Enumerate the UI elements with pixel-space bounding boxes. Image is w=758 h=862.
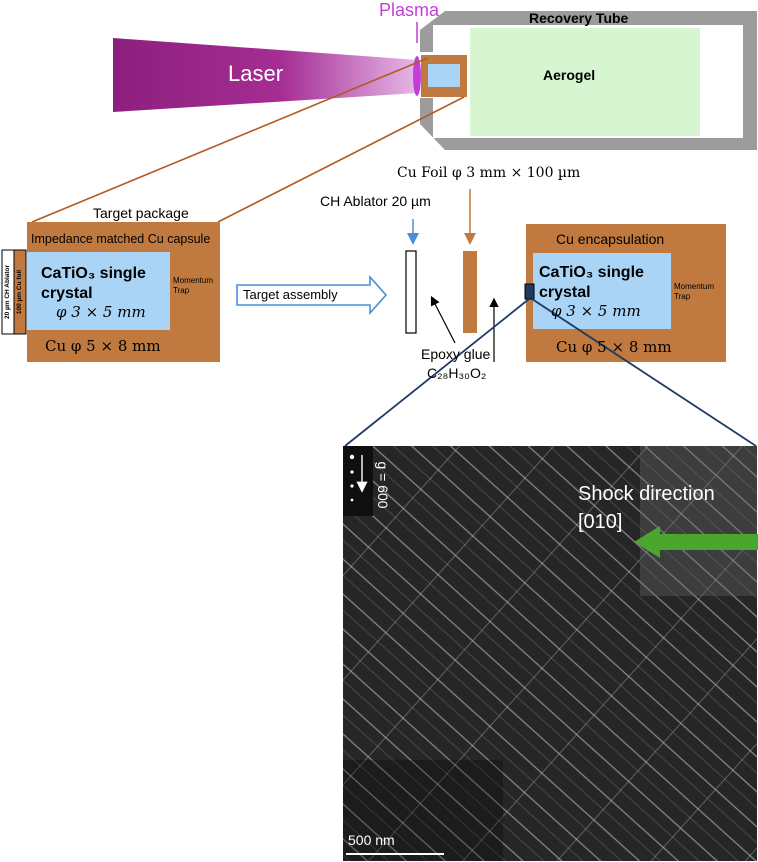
diffraction-spot [350, 498, 354, 502]
crystal-right-line2: crystal [539, 284, 591, 301]
encapsulation-title: Cu encapsulation [556, 231, 665, 247]
leader-line-bottom [217, 96, 465, 223]
plasma-label: Plasma [379, 0, 440, 20]
crystal-right-dims: φ 3 × 5 mm [551, 302, 641, 320]
crystal-right [533, 253, 671, 329]
momentum-trap-left-line2: Trap [173, 286, 190, 295]
scale-bar-label: 500 nm [348, 832, 395, 848]
diffraction-spot [350, 484, 354, 488]
side-strip-cu-foil [13, 249, 27, 335]
plasma-plume [413, 56, 421, 96]
target-assembly-arrow [236, 274, 388, 316]
cu-left-dims: Cu φ 5 × 8 mm [45, 337, 161, 355]
epoxy-label: Epoxy glue [421, 346, 491, 362]
epoxy-pointer-1 [430, 295, 456, 344]
cu-foil-side-label: 100 µm Cu foil [15, 269, 23, 315]
capsule-label: Impedance matched Cu capsule [31, 232, 211, 246]
target-package-title: Target package [93, 205, 189, 221]
cu-foil-label: Cu Foil φ 3 mm × 100 µm [397, 165, 581, 181]
ablator-side-label: 20 µm CH Ablator [3, 264, 11, 320]
aerogel-block [470, 28, 700, 136]
momentum-trap-right-line1: Momentum [674, 282, 715, 291]
ch-ablator-plate [405, 250, 417, 334]
crystal-left-line2: crystal [41, 285, 93, 302]
shock-direction-line2: [010] [578, 511, 623, 533]
recovery-tube-label: Recovery Tube [529, 10, 629, 26]
epoxy-formula: C₂₈H₃₀O₂ [427, 365, 487, 381]
tem-image [343, 446, 757, 861]
crystal-left [27, 252, 170, 330]
shock-direction-line1: Shock direction [578, 483, 715, 505]
zoom-line-left [344, 298, 530, 447]
momentum-trap-left-line1: Momentum [173, 276, 214, 285]
crystal-right-line1: CaTiO₃ single [539, 264, 644, 281]
g-vector-label: g = 600 [375, 461, 391, 509]
zoom-line-right [531, 298, 757, 447]
diffraction-spot [350, 470, 354, 474]
leader-line-top [31, 57, 429, 223]
crystal-left-dims: φ 3 × 5 mm [56, 303, 146, 321]
momentum-trap-right-line2: Trap [674, 292, 691, 301]
target-assembly-label: Target assembly [243, 287, 338, 302]
zoom-region-marker [524, 283, 535, 300]
laser-label: Laser [228, 61, 284, 86]
target-in-holder [428, 64, 460, 87]
crystal-left-line1: CaTiO₃ single [41, 265, 146, 282]
ch-ablator-label: CH Ablator 20 µm [320, 193, 431, 209]
cu-right-dims: Cu φ 5 × 8 mm [556, 338, 672, 356]
diffraction-inset [343, 446, 373, 516]
cu-foil-plate [463, 251, 477, 333]
diffraction-spot [349, 454, 355, 460]
aerogel-label: Aerogel [543, 67, 596, 83]
shock-direction-arrow [634, 526, 758, 558]
